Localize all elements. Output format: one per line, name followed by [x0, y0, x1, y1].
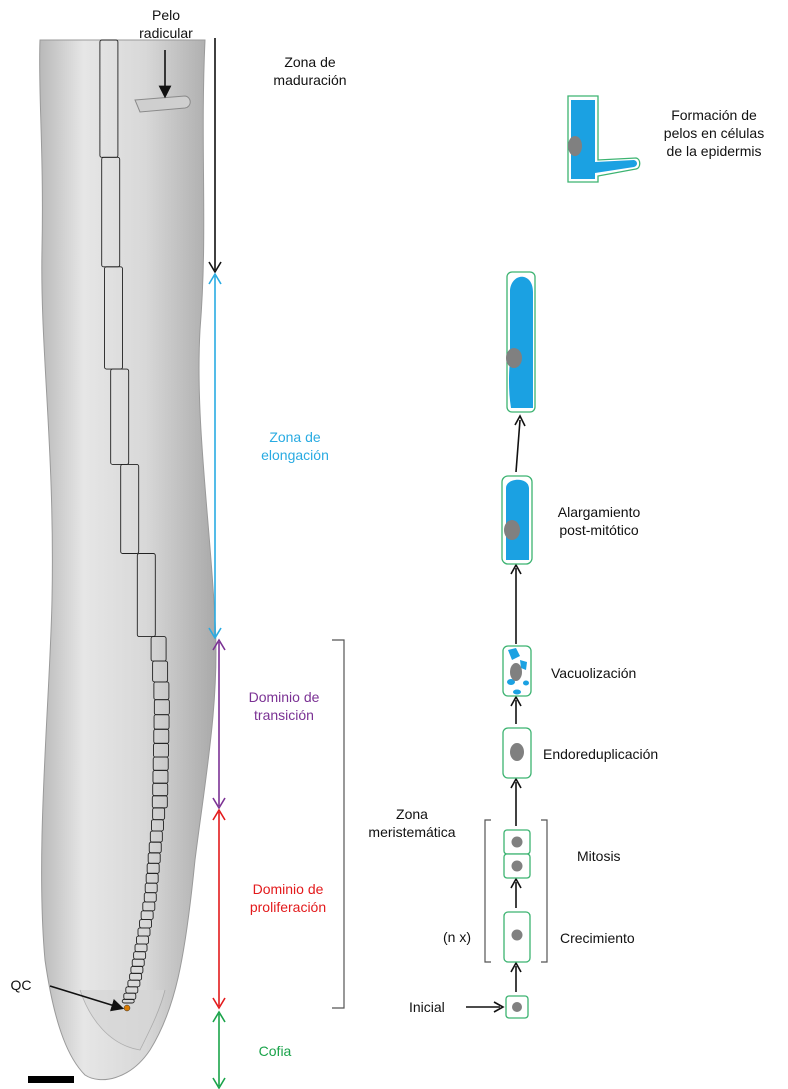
- nucleus: [512, 861, 523, 872]
- cycle-bracket-left: [485, 820, 491, 962]
- label-crecimiento: Crecimiento: [560, 929, 635, 947]
- vacuole: [523, 681, 529, 686]
- label-inicial: Inicial: [409, 998, 445, 1016]
- root-micrograph: [28, 40, 216, 1083]
- label-zona-elongacion: Zona de elongación: [240, 428, 350, 464]
- nucleus: [510, 663, 522, 681]
- nucleus: [512, 837, 523, 848]
- vacuole: [571, 100, 637, 179]
- label-qc: QC: [6, 976, 36, 994]
- nucleus: [512, 1002, 522, 1012]
- nucleus: [506, 348, 522, 368]
- progress-arrow: [516, 420, 520, 472]
- root-body: [40, 40, 216, 1080]
- label-dominio-proliferacion: Dominio de proliferación: [228, 880, 348, 916]
- nucleus: [504, 520, 520, 540]
- vacuole: [513, 690, 521, 695]
- label-endoreduplicacion: Endoreduplicación: [543, 745, 658, 763]
- label-zona-meristematica: Zona meristemática: [352, 805, 472, 841]
- label-dominio-transicion: Dominio de transición: [226, 688, 342, 724]
- label-alargamiento: Alargamiento post-mitótico: [544, 503, 654, 539]
- label-pelo-radicular: Pelo radicular: [131, 6, 201, 42]
- nucleus: [512, 930, 523, 941]
- qc-cell: [124, 1005, 130, 1011]
- scale-bar: [28, 1076, 74, 1083]
- label-vacuolizacion: Vacuolización: [551, 664, 636, 682]
- label-cofia: Cofia: [245, 1042, 305, 1060]
- label-zona-maduracion: Zona de maduración: [255, 53, 365, 89]
- label-mitosis: Mitosis: [577, 847, 621, 865]
- nucleus: [510, 743, 524, 761]
- label-formacion-pelos: Formación de pelos en células de la epid…: [652, 106, 776, 160]
- cycle-bracket-right: [541, 820, 547, 962]
- vacuole: [509, 277, 533, 408]
- nucleus: [568, 136, 582, 156]
- vacuole: [506, 480, 529, 560]
- label-nx: (n x): [443, 928, 471, 946]
- cell-progression: [466, 96, 640, 1018]
